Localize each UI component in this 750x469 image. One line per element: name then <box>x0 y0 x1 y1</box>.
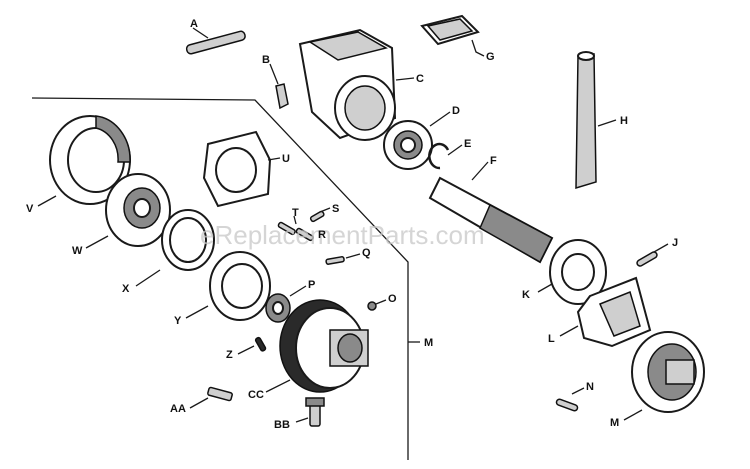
part-b-key <box>269 63 289 110</box>
part-c-housing <box>298 28 415 141</box>
part-h-lever <box>575 51 617 190</box>
assembly-bracket <box>31 97 409 460</box>
callout-j: J <box>672 237 678 249</box>
callout-a: A <box>190 18 198 30</box>
callout-c: C <box>416 73 424 85</box>
callout-m-bracket: M <box>424 337 433 349</box>
part-q-pin <box>325 253 361 265</box>
callout-u: U <box>282 153 290 165</box>
callout-l: L <box>548 333 555 345</box>
callout-s: S <box>332 203 339 215</box>
callout-aa: AA <box>170 403 186 415</box>
callout-b: B <box>262 54 270 66</box>
part-bb-bolt <box>295 397 325 427</box>
callout-t: T <box>292 207 299 219</box>
callout-p: P <box>308 279 315 291</box>
callout-cc: CC <box>248 389 264 401</box>
callout-n: N <box>586 381 594 393</box>
part-r-pin <box>295 227 314 242</box>
callout-y: Y <box>174 315 182 327</box>
part-v-drum <box>37 115 131 207</box>
callout-m-right: M <box>610 417 619 429</box>
watermark-text: eReplacementParts.com <box>200 220 485 250</box>
callout-o: O <box>388 293 397 305</box>
callout-z: Z <box>226 349 233 361</box>
part-l-shifter-fork <box>559 276 652 348</box>
callout-f: F <box>490 155 497 167</box>
callout-q: Q <box>362 247 371 259</box>
part-y-plate <box>185 251 271 321</box>
callout-x: X <box>122 283 130 295</box>
callout-h: H <box>620 115 628 127</box>
part-x-band <box>135 209 215 287</box>
callout-bb: BB <box>274 419 290 431</box>
part-cc-clutch-assembly <box>265 299 369 393</box>
part-w-friction-disc <box>85 173 171 249</box>
part-k-gasket <box>537 239 607 305</box>
part-j-pin <box>636 243 669 267</box>
part-u-bracket <box>202 130 281 208</box>
part-aa-key <box>189 386 233 409</box>
callout-k: K <box>522 289 530 301</box>
part-p-bearing <box>265 285 307 323</box>
part-t-pin <box>277 215 297 236</box>
part-m-clutch-right <box>623 331 705 421</box>
part-e-snap-ring <box>428 142 463 170</box>
part-f-shaft <box>428 161 554 264</box>
callout-v: V <box>26 203 34 215</box>
callout-d: D <box>452 105 460 117</box>
callout-g: G <box>486 51 495 63</box>
callout-e: E <box>464 138 471 150</box>
callout-r: R <box>318 229 326 241</box>
part-d-bearing <box>383 111 451 170</box>
part-s-pin <box>309 207 331 223</box>
part-g-cover-plate <box>420 14 485 57</box>
part-o-screw <box>367 299 387 311</box>
part-a-pin <box>185 27 246 55</box>
part-z-spring <box>237 336 267 355</box>
part-n-pin <box>555 387 585 412</box>
callout-w: W <box>72 245 83 257</box>
